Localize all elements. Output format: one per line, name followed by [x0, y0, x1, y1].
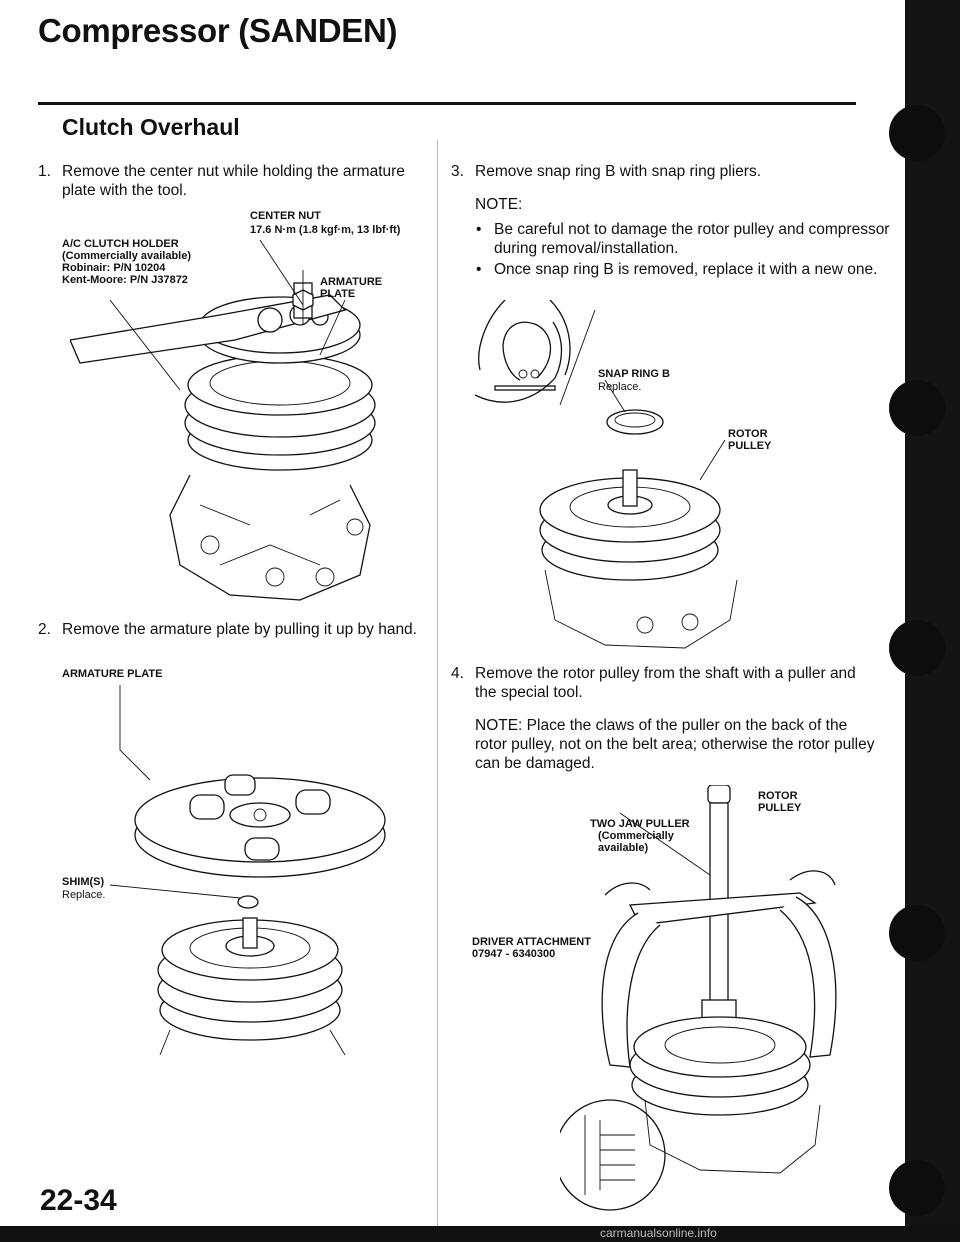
label-driver-attachment: DRIVER ATTACHMENT [472, 936, 591, 948]
step-1: 1. Remove the center nut while holding t… [38, 162, 422, 200]
label-center-nut-torque: 17.6 N·m (1.8 kgf·m, 13 lbf·ft) [250, 224, 401, 236]
label-snap-ring-note: Replace. [598, 381, 642, 393]
bottom-strip [0, 1226, 960, 1242]
page-number: 22-34 [40, 1184, 117, 1217]
step-number: 2. [38, 621, 51, 638]
note-bullet: Once snap ring B is removed, replace it … [474, 260, 894, 279]
label-two-jaw-puller: TWO JAW PULLER [590, 818, 690, 830]
label-center-nut: CENTER NUT [250, 210, 321, 222]
label-armature-plate-1: ARMATURE [320, 276, 383, 288]
label-armature-plate-2: ARMATURE PLATE [62, 668, 163, 680]
section-tab-marker [889, 380, 945, 436]
label-rotor-pulley-2: ROTOR [758, 790, 798, 802]
label-clutch-holder-robinair: Robinair: P/N 10204 [62, 262, 166, 274]
label-shims: SHIM(S) [62, 876, 105, 888]
label-armature-plate-1: PLATE [320, 288, 356, 300]
page-title: Compressor (SANDEN) [38, 12, 398, 49]
label-clutch-holder-kentmoore: Kent-Moore: P/N J37872 [62, 274, 188, 286]
note-heading: NOTE: [475, 196, 523, 213]
step-number: 4. [451, 665, 464, 682]
label-rotor-pulley-2: PULLEY [758, 802, 802, 814]
figure-1-leaders [109, 239, 346, 391]
step-number: 3. [451, 163, 464, 180]
step-2: 2. Remove the armature plate by pulling … [38, 620, 422, 639]
label-driver-attachment-part-number: 07947 - 6340300 [472, 948, 556, 960]
step-text: Remove the center nut while holding the … [62, 163, 405, 199]
label-rotor-pulley-1: PULLEY [728, 440, 772, 452]
note-step-4: NOTE: Place the claws of the puller on t… [475, 717, 875, 772]
column-divider [437, 140, 438, 1230]
figure-snap-ring-removal [475, 300, 738, 649]
section-tab-marker [889, 105, 945, 161]
figure-two-jaw-puller [560, 785, 837, 1211]
step-4: 4. Remove the rotor pulley from the shaf… [451, 664, 875, 702]
label-two-jaw-puller-availability: (Commercially [598, 830, 674, 842]
section-heading: Clutch Overhaul [62, 114, 240, 140]
watermark: carmanualsonline.info [600, 1226, 717, 1240]
section-tab-marker [889, 1160, 945, 1216]
step-text: Remove snap ring B with snap ring pliers… [475, 163, 762, 180]
section-tab-marker [889, 905, 945, 961]
label-two-jaw-puller-availability: available) [598, 842, 649, 854]
figure-armature-plate-removal [109, 685, 386, 1056]
step-text: Remove the armature plate by pulling it … [62, 621, 417, 638]
label-rotor-pulley-1: ROTOR [728, 428, 768, 440]
step-number: 1. [38, 163, 51, 180]
title-rule [38, 102, 856, 105]
label-clutch-holder-availability: (Commercially available) [62, 250, 192, 262]
label-shims-note: Replace. [62, 889, 106, 901]
note-bullet: Be careful not to damage the rotor pulle… [474, 220, 894, 258]
figure-clutch-holder [70, 270, 376, 601]
section-tab-marker [889, 620, 945, 676]
label-clutch-holder: A/C CLUTCH HOLDER [62, 238, 179, 250]
step-3: 3. Remove snap ring B with snap ring pli… [451, 162, 875, 181]
label-snap-ring: SNAP RING B [598, 368, 670, 380]
step-text: Remove the rotor pulley from the shaft w… [475, 665, 856, 701]
